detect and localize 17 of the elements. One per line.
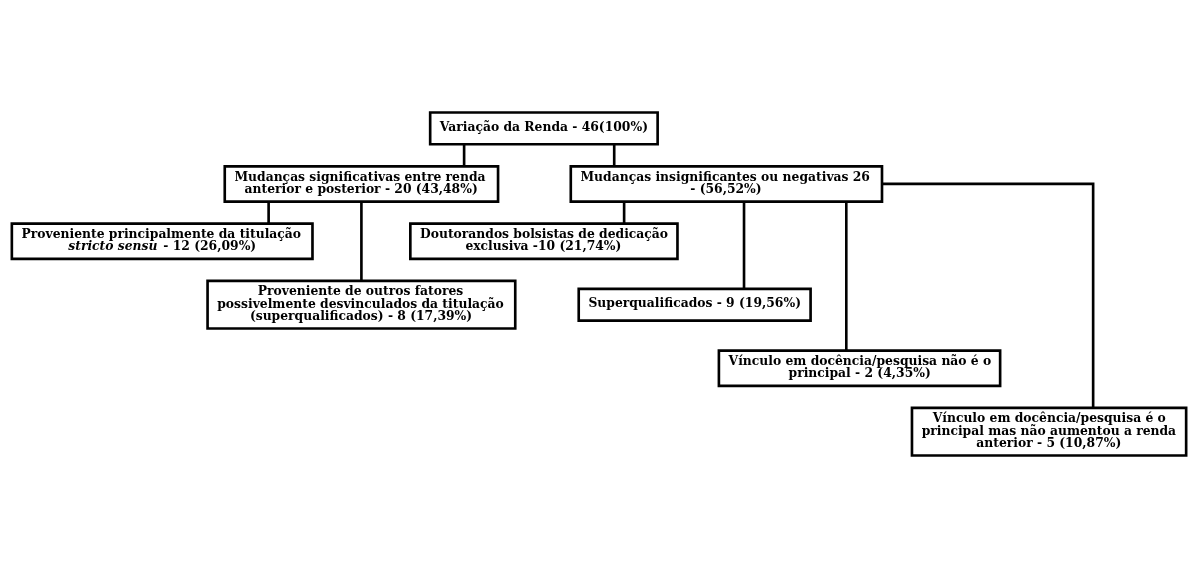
node-box: Proveniente de outros fatores possivelmente desvinculados da titulação (superqualificados) - 8 (17,39%): [206, 279, 517, 330]
node-box: Mudanças insignificantes ou negativas 26 - (56,52%): [569, 165, 884, 203]
node-box: Vínculo em docência/pesquisa não é o principal - 2 (4,35%): [717, 349, 1002, 388]
connector: [360, 201, 363, 281]
connector: [742, 201, 746, 289]
node-box: Vínculo em docência/pesquisa é o principal mas não aumentou a renda anterior - 5 (10,87%): [910, 406, 1188, 457]
connector: [882, 182, 1095, 408]
node-box: Doutorandos bolsistas de dedicação exclusiva -10 (21,74%): [409, 222, 679, 261]
node-box: Superqualificados - 9 (19,56%): [577, 287, 812, 322]
connector: [267, 201, 270, 224]
node-box: Proveniente principalmente da titulação stricto sensu - 12 (26,09%): [10, 222, 314, 261]
connector: [844, 201, 848, 351]
node-box: Mudanças significativas entre renda anterior e posterior - 20 (43,48%): [223, 165, 500, 203]
connector: [612, 144, 616, 167]
node-box: Variação da Renda - 46(100%): [428, 111, 659, 146]
connector: [462, 144, 466, 167]
connector: [622, 201, 626, 224]
